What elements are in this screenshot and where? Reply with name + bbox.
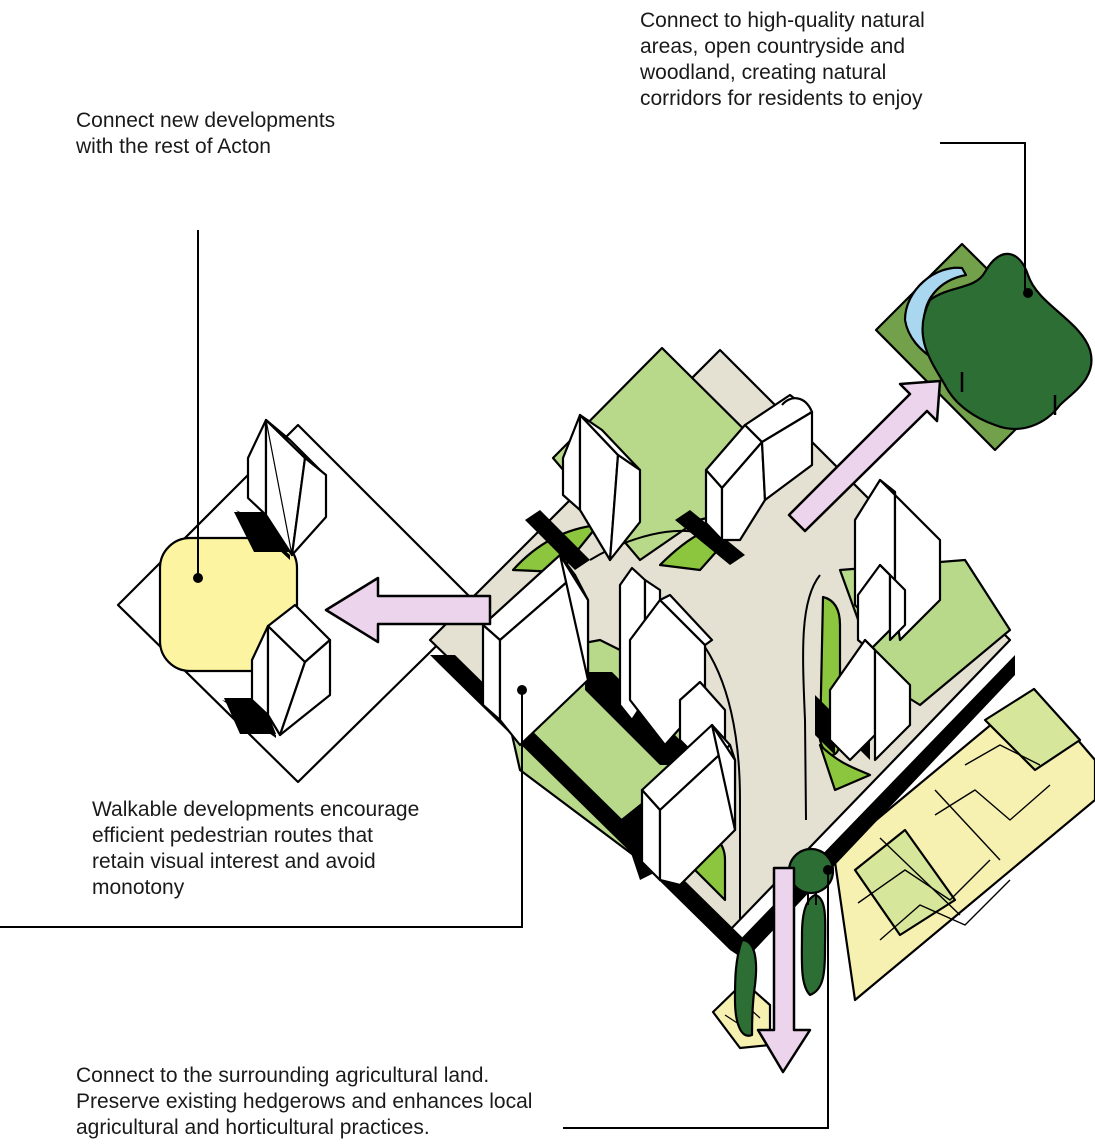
house-icon: [234, 418, 328, 560]
house-icon: [704, 393, 814, 542]
annotation-line: Connect new developments: [76, 109, 336, 132]
hedgerows: [733, 893, 827, 1037]
house-icon: [640, 723, 737, 887]
annotation-line: woodland, creating natural: [640, 61, 887, 84]
annotation-nature: Connect to high-quality natural areas, o…: [640, 8, 925, 112]
annotation-line: areas, open countryside and: [640, 35, 906, 58]
annotation-line: Preserve existing hedgerows and enhances…: [76, 1090, 533, 1113]
house-icon: [618, 566, 727, 762]
house-icon: [828, 638, 912, 762]
annotation-line: retain visual interest and avoid: [92, 850, 376, 873]
annotation-line: monotony: [92, 876, 185, 899]
house-icon: [222, 603, 332, 738]
pond-icon: [903, 266, 968, 362]
acton-block: [116, 418, 480, 784]
arrow-west: [324, 576, 492, 644]
house-icon: [856, 563, 907, 652]
fields: [711, 687, 1095, 1050]
house-icon: [481, 553, 590, 747]
annotation-line: with the rest of Acton: [76, 135, 271, 158]
leader-dots: [193, 288, 1033, 875]
annotation-line: Connect to high-quality natural: [640, 9, 925, 32]
leader-agricultural: [563, 870, 829, 1129]
arrow-northeast: [787, 379, 942, 533]
leader-nature: [940, 142, 1026, 293]
leader-lines: [0, 142, 1026, 1129]
main-development: [428, 346, 1015, 960]
annotation-line: corridors for residents to enjoy: [640, 87, 923, 110]
woodland-block: [874, 242, 1093, 452]
arrow-south: [756, 866, 812, 1074]
woodland-icon: [921, 252, 1093, 430]
annotation-line: Connect to the surrounding agricultural …: [76, 1064, 490, 1087]
annotation-line: agricultural and horticultural practices…: [76, 1116, 430, 1139]
annotation-agricultural: Connect to the surrounding agricultural …: [76, 1063, 532, 1141]
annotation-walkable: Walkable developments encourage efficien…: [92, 797, 419, 901]
annotation-line: Walkable developments encourage: [92, 798, 420, 821]
annotation-acton: Connect new developments with the rest o…: [76, 108, 335, 160]
leader-walkable: [0, 690, 523, 928]
annotation-line: efficient pedestrian routes that: [92, 824, 373, 847]
house-icon: [561, 413, 642, 562]
